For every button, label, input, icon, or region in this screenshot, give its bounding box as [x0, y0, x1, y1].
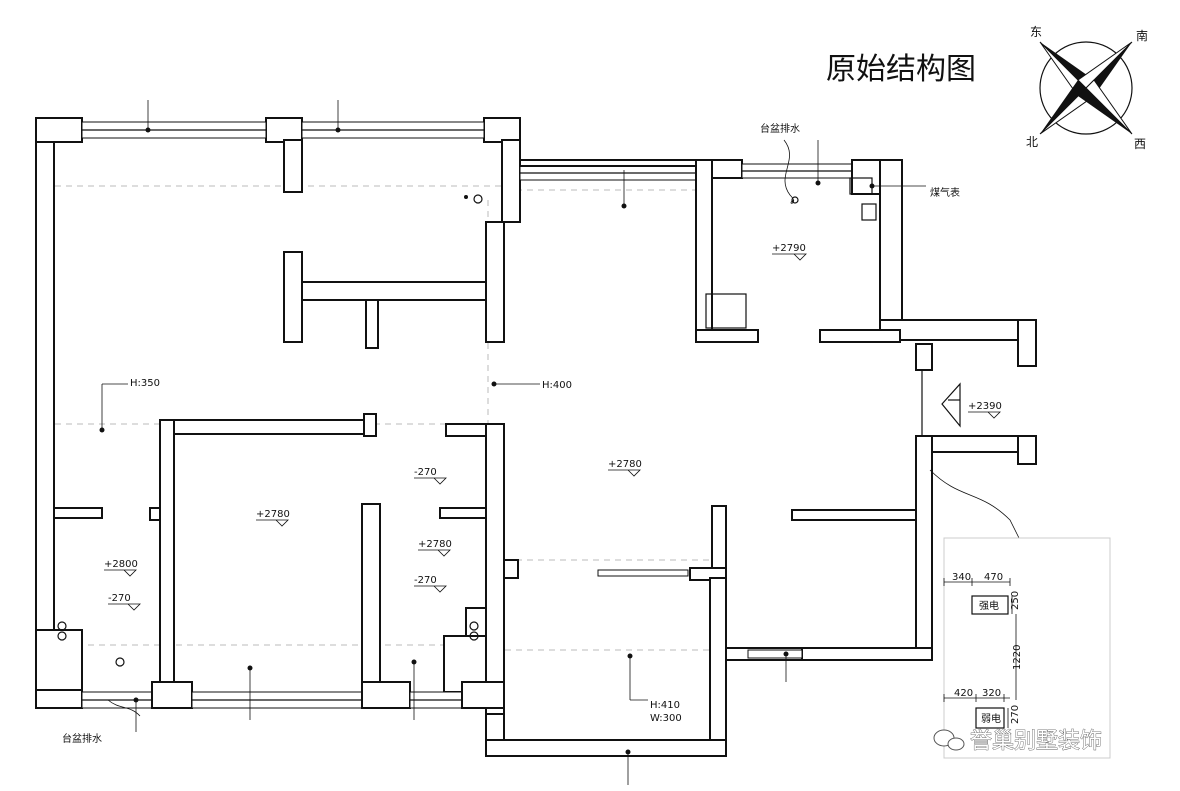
height-350-label: H:350	[130, 378, 160, 389]
compass-south: 南	[1136, 28, 1148, 43]
beam-lines	[55, 185, 725, 700]
left-beam-label: -270	[108, 593, 131, 604]
drain-line-icon	[783, 139, 795, 204]
socket-dim-340: 340	[952, 572, 971, 583]
socket-detail	[943, 537, 1111, 759]
plan-title: 原始结构图	[826, 52, 976, 87]
kitchen-level-label: +2790	[772, 243, 806, 254]
compass-icon	[1039, 41, 1133, 135]
window-height-label: H:410	[650, 700, 680, 711]
level-markers	[104, 253, 1001, 611]
bath-beam-label-2: -270	[414, 575, 437, 586]
light-points	[99, 100, 926, 785]
basin-drain-label: 台盆排水	[760, 122, 800, 135]
compass-west: 西	[1134, 137, 1146, 151]
entry-arrow-icon	[941, 382, 961, 428]
window-width-label: W:300	[650, 713, 682, 724]
walls	[35, 117, 1037, 757]
socket-dim-320: 320	[982, 688, 1001, 699]
left-level-label: +2800	[104, 559, 138, 570]
bath-beam-label-1: -270	[414, 467, 437, 478]
compass-north: 北	[1026, 135, 1038, 149]
socket-dim-270: 270	[1010, 705, 1021, 724]
watermark-text: 誉巢别墅装饰	[970, 729, 1102, 754]
height-400-label: H:400	[542, 380, 572, 391]
weak-current-label: 弱电	[981, 712, 1001, 725]
socket-dim-470: 470	[984, 572, 1003, 583]
basin-drain-label-2: 台盆排水	[62, 732, 102, 745]
bedroom-level-label: +2780	[256, 509, 290, 520]
socket-dim-1220: 1220	[1012, 645, 1023, 670]
compass-east: 东	[1030, 25, 1042, 39]
socket-dim-420: 420	[954, 688, 973, 699]
gas-meter-label: 煤气表	[930, 186, 960, 199]
door-level-label: +2390	[968, 401, 1002, 412]
strong-current-label: 强电	[979, 599, 999, 612]
wechat-icon	[933, 729, 965, 751]
living-level-label: +2780	[608, 459, 642, 470]
socket-dim-250: 250	[1010, 591, 1021, 610]
bath-level-label: +2780	[418, 539, 452, 550]
